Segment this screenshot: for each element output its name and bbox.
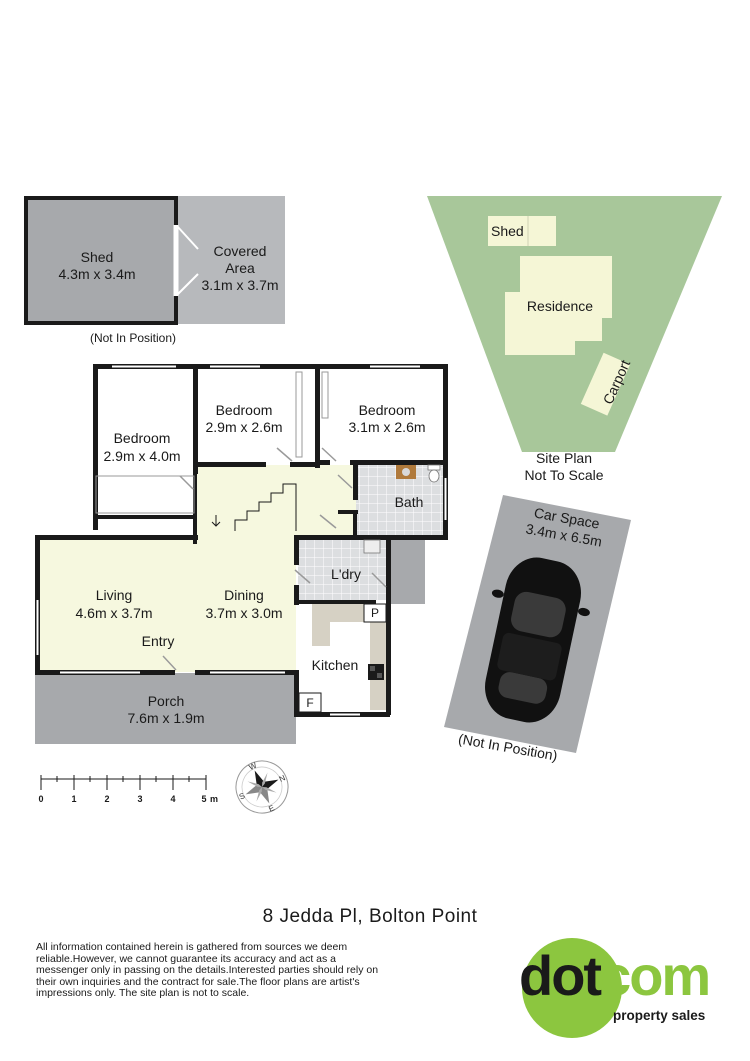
site-plan: Shed Residence Carport Site Plan Not To … <box>427 196 722 483</box>
scale-bar-labels: 0 1 2 3 4 5 m <box>38 794 218 804</box>
site-plan-caption: Not To Scale <box>524 467 603 483</box>
bedroom3-size: 3.1m x 2.6m <box>348 419 425 435</box>
scale-tick-label: 2 <box>104 794 109 804</box>
scale-tick-label: 0 <box>38 794 43 804</box>
logo-wordmark: dotcom <box>519 944 711 1007</box>
shed-door <box>176 225 199 250</box>
dining-name: Dining <box>224 587 264 603</box>
laundry-tub <box>363 539 381 554</box>
not-in-position-note: (Not In Position) <box>90 331 176 345</box>
pantry-label: P <box>371 606 379 620</box>
bedroom3-name: Bedroom <box>359 402 416 418</box>
bedroom2-size: 2.9m x 2.6m <box>205 419 282 435</box>
toilet-icon <box>427 464 441 471</box>
site-residence-label: Residence <box>527 298 593 314</box>
kitchen-label: Kitchen <box>312 657 359 673</box>
car-space: Car Space 3.4m x 6.5m (Not In Position) <box>444 495 631 764</box>
compass-west: W <box>248 761 259 772</box>
shed-size: 4.3m x 3.4m <box>58 266 135 282</box>
scale-bar <box>40 775 207 790</box>
property-address: 8 Jedda Pl, Bolton Point <box>262 906 478 927</box>
dining-size: 3.7m x 3.0m <box>205 605 282 621</box>
scale-tick-label: 5 <box>201 794 206 804</box>
house: Bedroom 2.9m x 4.0m Bedroom 2.9m x 2.6m … <box>35 364 448 744</box>
disclaimer-text: All information contained herein is gath… <box>36 941 379 1000</box>
living-name: Living <box>96 587 133 603</box>
fridge-label: F <box>306 696 313 710</box>
logo-tagline: property sales <box>613 1008 706 1023</box>
logo-word-dot: dot <box>519 944 602 1007</box>
compass-north: N <box>278 773 287 784</box>
shed-door <box>176 273 199 296</box>
entry-label: Entry <box>142 633 175 649</box>
covered-area-name: Covered <box>214 243 267 259</box>
shed-name: Shed <box>81 249 114 265</box>
compass-south: S <box>238 791 247 801</box>
kitchen-bench <box>312 604 372 646</box>
logo-circle <box>522 938 622 1038</box>
fridge-space <box>298 692 322 713</box>
living-size: 4.6m x 3.7m <box>75 605 152 621</box>
bedroom2-name: Bedroom <box>216 402 273 418</box>
outbuilding: Shed 4.3m x 3.4m Covered Area 3.1m x 3.7… <box>24 196 285 345</box>
covered-area-size: 3.1m x 3.7m <box>201 277 278 293</box>
logo-word-com: com <box>600 944 711 1007</box>
bedroom1-size: 2.9m x 4.0m <box>103 448 180 464</box>
site-residence <box>505 256 612 355</box>
porch <box>35 673 296 744</box>
site-carport <box>580 352 631 416</box>
scale-unit: m <box>210 794 218 804</box>
staircase <box>211 483 297 531</box>
laundry-label: L'dry <box>331 566 361 582</box>
compass-icon: W N E S <box>235 760 289 814</box>
side-area <box>390 538 425 604</box>
covered-area <box>174 196 285 324</box>
site-plan-caption: Site Plan <box>536 450 592 466</box>
bedroom1-name: Bedroom <box>114 430 171 446</box>
site-shed-label: Shed <box>491 223 524 239</box>
car-icon <box>485 557 590 723</box>
compass-east: E <box>267 803 276 813</box>
shed <box>24 196 178 325</box>
bath-label: Bath <box>395 494 424 510</box>
porch-size: 7.6m x 1.9m <box>127 710 204 726</box>
scale-tick-label: 3 <box>137 794 142 804</box>
site-shed <box>488 216 528 246</box>
scale-tick-label: 4 <box>170 794 175 804</box>
dotcom-logo: dotcom property sales <box>515 938 725 1038</box>
pantry <box>363 603 387 623</box>
porch-name: Porch <box>148 693 185 709</box>
scale-tick-label: 1 <box>71 794 76 804</box>
covered-area-name: Area <box>225 260 255 276</box>
